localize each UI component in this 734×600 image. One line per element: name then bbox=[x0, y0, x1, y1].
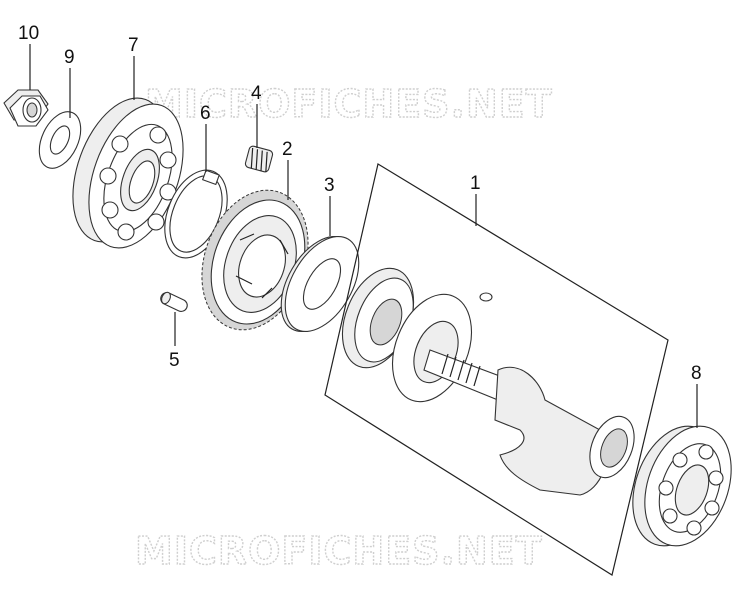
part-7-bearing bbox=[72, 97, 184, 249]
callout-3: 3 bbox=[324, 175, 335, 196]
part-3-washer bbox=[280, 235, 360, 333]
part-2-gear bbox=[201, 189, 309, 331]
part-4-spring bbox=[244, 145, 274, 173]
callout-4: 4 bbox=[251, 83, 262, 104]
part-8-bearing bbox=[632, 425, 732, 547]
part-5-pin bbox=[160, 291, 188, 312]
watermark-bottom: MICROFICHES.NET bbox=[135, 529, 543, 573]
callout-10: 10 bbox=[18, 23, 39, 44]
callout-1: 1 bbox=[470, 173, 481, 194]
callout-6: 6 bbox=[200, 103, 211, 124]
part-1-crankshaft-assembly bbox=[324, 163, 669, 576]
callout-5: 5 bbox=[169, 350, 180, 371]
callout-7: 7 bbox=[128, 35, 139, 56]
part-9-washer bbox=[38, 111, 82, 169]
leader-lines bbox=[29, 44, 698, 428]
part-10-hex-nut bbox=[3, 89, 49, 127]
watermark-top: MICROFICHES.NET bbox=[145, 82, 553, 126]
callout-8: 8 bbox=[691, 363, 702, 384]
callout-2: 2 bbox=[282, 139, 293, 160]
callout-9: 9 bbox=[64, 47, 75, 68]
